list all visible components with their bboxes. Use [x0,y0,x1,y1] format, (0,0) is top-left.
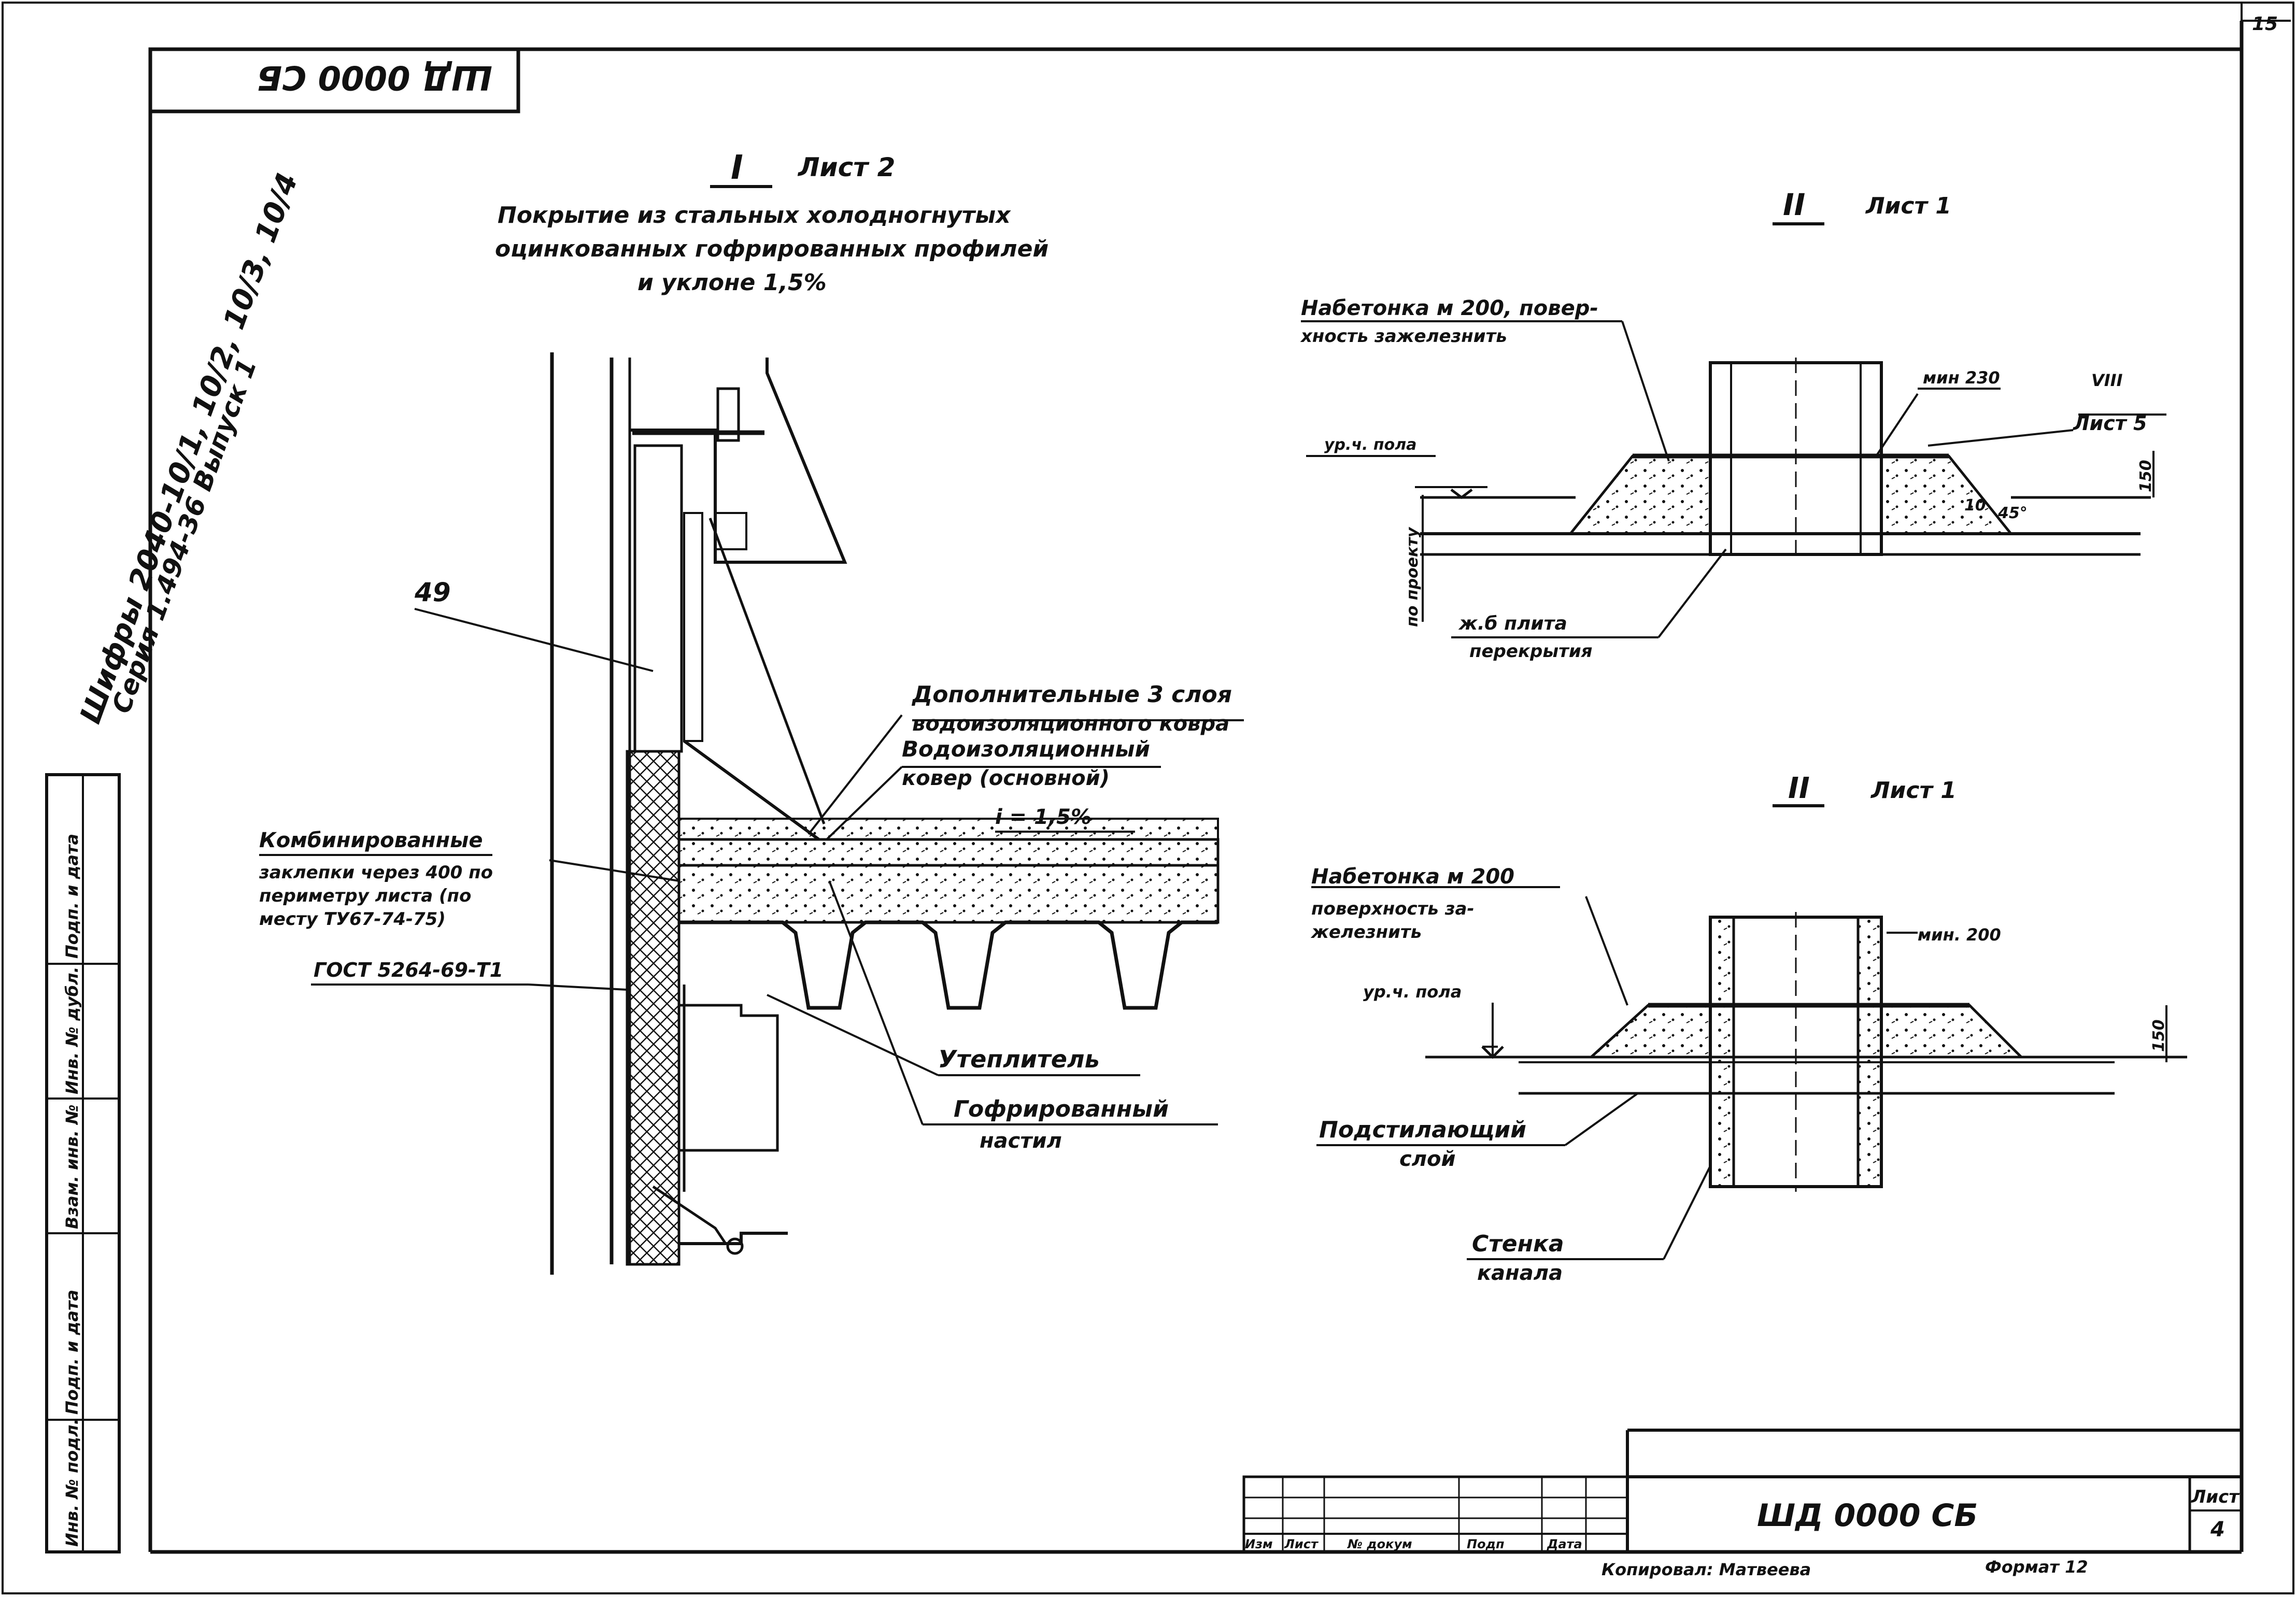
detail-I-main-1: Водоизоляционный [902,736,1150,762]
title-col-izm: Изм [1245,1537,1273,1551]
detail-I-title-1: Покрытие из стальных холодногнутых [498,202,1011,229]
detail-II-top-by-project: по проекту [1404,526,1422,627]
title-col-sign: Подп [1467,1537,1505,1551]
title-block [1242,1429,2242,1553]
detail-II-top-dim150: 150 [2137,460,2155,492]
page-number: 15 [2252,13,2278,35]
detail-II-top-slab-1: ж.б плита [1458,613,1567,634]
detail-I-extra-2: водоизоляционного ковра [912,712,1229,736]
title-col-date: Дата [1547,1537,1582,1551]
detail-I-rivets-1: Комбинированные [259,829,483,852]
detail-II-top-slab-2: перекрытия [1469,641,1592,662]
detail-I-extra-1: Дополнительные 3 слоя [911,681,1232,708]
detail-II-top-min: мин 230 [1923,368,2000,388]
detail-II-bottom-drawing [1311,886,2187,1260]
detail-I-mark: I [731,149,743,187]
detail-I-main-2: ковер (основной) [902,766,1110,790]
detail-I-rivets-3: периметру листа (по [259,886,471,906]
detail-I-rivets-4: месту ТУ67-74-75) [259,909,446,930]
margin-series: Серия 1.494-36 Выпуск 1 [106,355,263,717]
detail-I-gost: ГОСТ 5264-69-Т1 [314,959,503,981]
margin-cipher: Шифры 2040-10/1, 10/2, 10/3, 10/4 [74,168,305,728]
detail-II-bottom-wall-1: Стенка [1472,1231,1564,1257]
detail-II-top-dim10: 10 [1964,496,1986,515]
detail-I-title-2: оцинкованных гофрированных профилей [495,236,1048,262]
detail-I-rivets-2: заклепки через 400 по [259,862,493,883]
detail-II-top-heading: II Лист 1 [1773,187,1951,225]
detail-II-top-mark: II [1783,187,1805,222]
title-col-doc: № докум [1347,1537,1412,1551]
detail-II-bottom-wall-2: канала [1477,1261,1563,1285]
title-col-list: Лист [1284,1537,1319,1551]
detail-I-num-49: 49 [414,577,451,607]
margin-cell-3: Взам. инв. № [62,1104,82,1229]
detail-II-bottom-floor: ур.ч. пола [1363,982,1462,1002]
detail-II-top-floor: ур.ч. пола [1324,436,1416,454]
title-format: Формат 12 [1985,1557,2088,1577]
detail-II-bottom-conc-3: железнить [1310,922,1422,943]
detail-II-bottom-dim150: 150 [2150,1019,2168,1052]
detail-II-top-conc-1: Набетонка м 200, повер- [1301,296,1598,320]
title-sheet-num: 4 [2210,1518,2225,1542]
detail-II-bottom-heading: II Лист 1 [1773,772,1957,807]
detail-II-bottom-underlay-1: Подстилающий [1319,1117,1526,1143]
detail-I-slope: i = 1,5% [995,805,1092,829]
title-doc-code: ШД 0000 СБ [1757,1498,1978,1534]
margin-cell-2: Инв. № дубл. [62,966,82,1094]
detail-II-top-ang45: 45° [1997,504,2028,522]
detail-I-drawing [259,352,1244,1275]
margin-table: Подп. и дата Инв. № дубл. Взам. инв. № П… [45,773,121,1553]
detail-I-insulation: Утеплитель [938,1045,1100,1073]
detail-II-bottom-underlay-2: слой [1399,1147,1456,1171]
title-copied: Копировал: Матвеева [1601,1560,1811,1579]
margin-cell-5: Инв. № подл. [62,1418,82,1547]
detail-II-top-drawing [1301,320,2166,638]
margin-cell-1: Подп. и дата [62,834,82,959]
detail-I-sheet-ref: Лист 2 [797,152,895,182]
detail-II-bottom-conc-1: Набетонка м 200 [1311,865,1514,889]
detail-II-bottom-conc-2: поверхность за- [1311,899,1475,919]
detail-II-top-sub-mark: VIII [2091,370,2123,390]
detail-I-title-3: и уклоне 1,5% [637,269,827,296]
detail-I-deck-2: настил [980,1129,1062,1153]
detail-I-heading: I Лист 2 Покрытие из стальных холодногну… [495,149,1048,296]
top-stamp-code: ШД 0000 СБ [257,58,493,96]
detail-II-bottom-mark: II [1788,772,1810,805]
detail-II-bottom-min: мин. 200 [1918,925,2001,945]
detail-II-top-conc-2: хность зажелезнить [1300,326,1507,347]
margin-cell-4: Подп. и дата [62,1290,82,1415]
top-stamp: ШД 0000 СБ [148,47,520,113]
detail-II-top-sheet5: Лист 5 [2073,412,2147,435]
title-sheet-label: Лист [2191,1487,2240,1507]
detail-II-top-sheet-ref: Лист 1 [1865,193,1951,219]
detail-II-bottom-sheet-ref: Лист 1 [1870,777,1957,804]
detail-I-deck-1: Гофрированный [954,1096,1169,1122]
